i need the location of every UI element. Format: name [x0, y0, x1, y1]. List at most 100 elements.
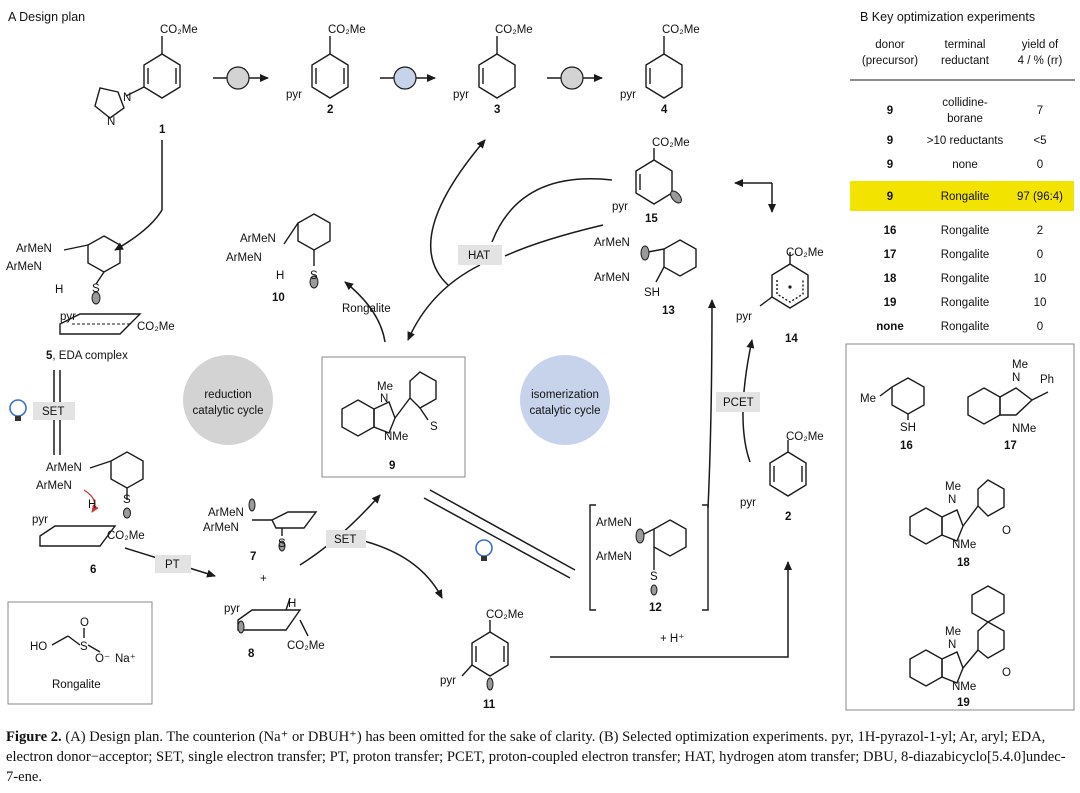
reductant-cell: Rongalite [941, 321, 990, 333]
reductant-cell: Rongalite [941, 225, 990, 237]
armen-label-5b: ArMeN [6, 261, 42, 273]
isomerization-cycle-circle [520, 355, 610, 445]
hat-from-13 [504, 224, 604, 257]
pyr-label-14: pyr [736, 311, 752, 323]
co2me-label-6: CO₂Me [107, 530, 145, 542]
lightbulb-icon [9, 399, 27, 421]
n-label-17: N [1012, 372, 1020, 384]
scheme-figure: A Design plan CO₂Me N N 1 CO₂Me pyr 2 [6, 10, 1075, 711]
na-label: Na⁺ [115, 653, 136, 665]
compound-12-structure [589, 504, 709, 611]
compound-10-structure [283, 213, 331, 289]
armen-label-6a: ArMeN [46, 462, 82, 474]
compound-17-structure [967, 387, 1049, 425]
rongalite-box-label: Rongalite [52, 679, 101, 691]
compound-15-number: 15 [645, 213, 658, 225]
compound-9-structure [341, 371, 437, 437]
reductant-cell: Rongalite [941, 273, 990, 285]
table-header-cell: donor [875, 39, 905, 51]
armen-label-13a: ArMeN [594, 237, 630, 249]
rongalite-structure [51, 628, 101, 653]
yield-cell: 97 (96:4) [1017, 191, 1063, 203]
caption-text: (A) Design plan. The counterion (Na⁺ or … [6, 729, 1066, 785]
set-box-2 [326, 530, 366, 548]
compound-13-structure [640, 239, 697, 283]
table-header-cell: 4 / % (rr) [1018, 55, 1063, 67]
donor-cell: 17 [884, 249, 897, 261]
donor-cell: 16 [884, 225, 897, 237]
pcet-label: PCET [723, 397, 754, 409]
pyr-label-8: pyr [224, 603, 240, 615]
compound-8-number: 8 [248, 648, 255, 660]
pyr-label-4: pyr [620, 89, 636, 101]
rongalite-arrow [344, 281, 386, 343]
compound-2-structure [311, 36, 349, 99]
compound-7-structure [248, 498, 318, 552]
pyr-label-5: pyr [60, 311, 76, 323]
co2me-label-3: CO₂Me [495, 24, 533, 36]
compound-16-number: 16 [900, 440, 913, 452]
armen-label-5a: ArMeN [16, 243, 52, 255]
s-label-12: S [650, 571, 658, 583]
compound-3-structure [478, 36, 516, 99]
pyr-label-3: pyr [453, 89, 469, 101]
donor-cell: 19 [884, 297, 897, 309]
compound-14-structure [759, 252, 809, 309]
s-label-rongalite: S [80, 641, 88, 653]
compound-3-number: 3 [494, 104, 500, 116]
co2me-label-2: CO₂Me [328, 24, 366, 36]
sh-label-13: SH [644, 287, 660, 299]
sh-label-16: SH [900, 422, 916, 434]
yield-cell: 0 [1037, 321, 1043, 333]
arrow-1-to-5 [114, 140, 163, 251]
donor-structures-box [845, 343, 1075, 711]
ph-label-17: Ph [1040, 374, 1054, 386]
co2me-label-1: CO₂Me [160, 24, 198, 36]
armen-label-7a: ArMeN [208, 507, 244, 519]
pt-label: PT [165, 559, 180, 571]
isomerization-cycle-line2: catalytic cycle [530, 405, 601, 417]
photo-equilibrium-arrows [423, 489, 576, 579]
pyr-label-2b: pyr [740, 497, 756, 509]
reductant-cell: borane [947, 113, 983, 125]
pyr-label-2: pyr [286, 89, 302, 101]
table-header-cell: (precursor) [862, 55, 918, 67]
compound-1-structure [94, 36, 181, 119]
n-label-19: N [948, 639, 956, 651]
h-label-8: H [288, 598, 296, 610]
set-arrow-to-11 [359, 539, 443, 599]
armen-label-12b: ArMeN [596, 551, 632, 563]
hat-incoming-curve [491, 178, 613, 243]
compound-4-structure [645, 36, 683, 99]
compound-2-number: 2 [327, 104, 333, 116]
nme-label-19: NMe [952, 681, 976, 693]
compound-10-number: 10 [272, 292, 285, 304]
o-label-19: O [1002, 667, 1011, 679]
compound-9-number: 9 [389, 460, 395, 472]
compound-18-number: 18 [957, 557, 970, 569]
reductant-cell: none [952, 159, 978, 171]
armen-label-12a: ArMeN [596, 517, 632, 529]
compound-12-number: 12 [649, 602, 662, 614]
compound-13-number: 13 [662, 305, 675, 317]
arrow-12-to-13 [707, 299, 716, 509]
row-highlight [850, 181, 1074, 211]
me-label-17: Me [1012, 359, 1028, 371]
compound-16-structure [879, 377, 925, 420]
yield-cell: 10 [1034, 273, 1047, 285]
compound-8-structure [237, 597, 309, 637]
co2me-label-14: CO₂Me [786, 247, 824, 259]
figure-caption: Figure 2. (A) Design plan. The counterio… [6, 727, 1074, 787]
me-label-16: Me [860, 393, 876, 405]
pt-box [155, 555, 191, 573]
hat-label: HAT [468, 250, 490, 262]
compound-19-number: 19 [957, 697, 970, 709]
table-header-cell: terminal [945, 39, 986, 51]
donor-cell: none [876, 321, 903, 333]
